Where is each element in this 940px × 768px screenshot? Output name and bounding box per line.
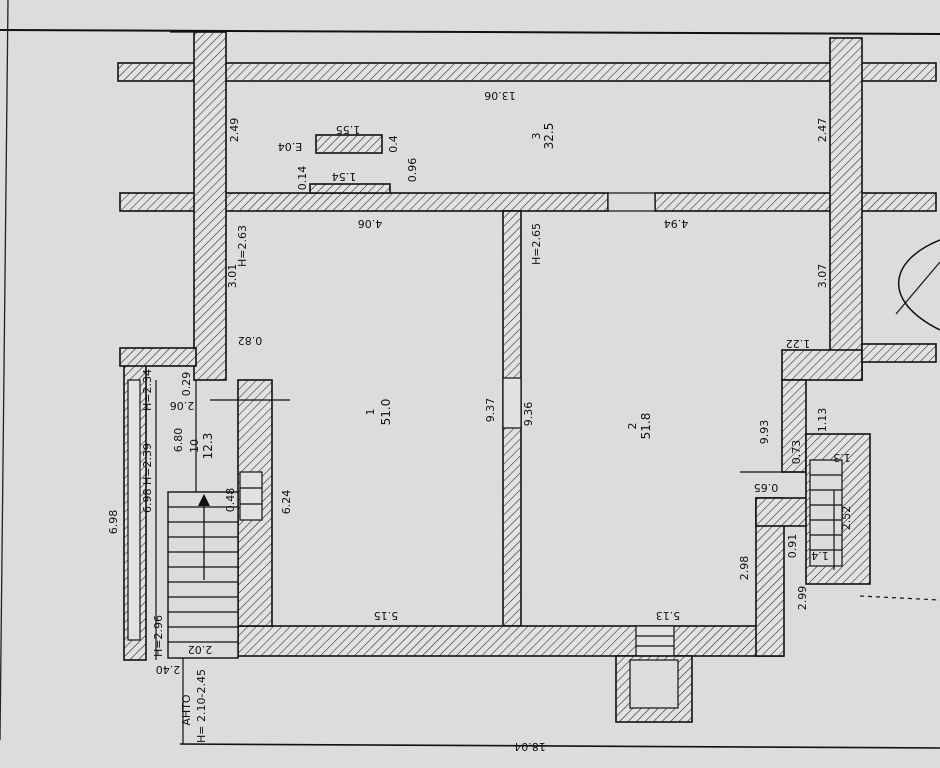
wall-mid-horizontal-left <box>119 192 609 212</box>
room-1-area: 51.0 <box>379 399 393 426</box>
frame-bottom <box>179 743 940 749</box>
dim-h-mid: H=2.65 <box>530 223 543 265</box>
room-2-number: 2 <box>626 423 639 430</box>
frame-top <box>0 29 940 35</box>
arc-sketch <box>897 239 940 331</box>
wall-inner-opening <box>502 377 522 429</box>
dim-left-top: 2.49 <box>228 118 241 143</box>
room-3-number: 3 <box>530 133 543 140</box>
window-left <box>239 471 263 521</box>
wall-left-top-ledge <box>119 347 197 367</box>
labels: 13.06 2.49 2.47 1.55 E.04 0.4 0.96 0.14 … <box>107 89 853 753</box>
dim-e-left: E.04 <box>278 140 302 153</box>
dim-h210: H= 2.10-2.45 <box>195 669 208 743</box>
room-10-area: 12.3 <box>201 433 215 460</box>
room-2-area: 51.8 <box>639 413 653 440</box>
dim-v252: 2.52 <box>840 506 853 531</box>
dim-top-outer: 13.06 <box>484 89 516 102</box>
dim-ago: AHTO <box>180 694 193 726</box>
wall-top-horizontal <box>117 62 937 82</box>
dim-v096: 0.96 <box>406 158 419 183</box>
dim-v14: 1.4 <box>811 549 829 562</box>
room-1-number: 1 <box>364 409 377 416</box>
dim-v993: 9.93 <box>758 420 771 445</box>
wall-right-step-horizontal <box>781 349 863 381</box>
dim-v04: 0.4 <box>387 135 400 153</box>
frame-left <box>0 0 9 741</box>
dim-v936: 9.36 <box>522 402 535 427</box>
wall-mid-horizontal-right <box>654 192 937 212</box>
dim-v240: 2.40 <box>156 663 181 676</box>
dim-bar-len: 1.55 <box>336 123 361 136</box>
dim-v206: 2.06 <box>170 399 195 412</box>
dim-v299: 2.99 <box>796 586 809 611</box>
dim-h-stair: H=2.34 <box>141 369 154 411</box>
dim-v698h: 6.98 H=2.39 <box>141 443 154 513</box>
dim-v624: 6.24 <box>280 490 293 515</box>
dim-v082: 0.82 <box>238 334 263 347</box>
entrance-step <box>635 625 675 657</box>
dim-v029: 0.29 <box>180 372 193 397</box>
room-10-number: 10 <box>188 439 201 453</box>
door-gap <box>607 192 656 212</box>
porch-inner <box>629 659 679 709</box>
dim-v298: 2.98 <box>738 556 751 581</box>
stair-arrow-head <box>198 494 210 506</box>
wall-bottom <box>237 625 784 657</box>
dim-v513: 5.13 <box>656 609 681 622</box>
room-3-area: 32.5 <box>542 123 556 150</box>
window-outer <box>127 379 141 641</box>
dim-v698: 6.98 <box>107 510 120 535</box>
dim-v301: 3.01 <box>226 264 239 289</box>
dim-v680: 6.80 <box>172 428 185 453</box>
dim-v113: 1.13 <box>816 408 829 433</box>
dim-v073: 0.73 <box>790 440 803 465</box>
dim-bottom-outer: 18.04 <box>514 740 546 753</box>
dim-mid-left: 4.06 <box>358 217 383 230</box>
dim-right-top: 2.47 <box>816 118 829 143</box>
dim-v202: 2.02 <box>188 643 213 656</box>
dim-v307: 3.07 <box>816 264 829 289</box>
dim-v091: 0.91 <box>786 534 799 559</box>
right-stair <box>740 433 871 585</box>
dim-v515: 5.15 <box>374 609 399 622</box>
cabinet-bar-bottom <box>309 183 391 194</box>
dim-v13: 1.3 <box>833 451 851 464</box>
dim-v014: 0.14 <box>296 166 309 191</box>
staircase <box>167 491 239 659</box>
dim-h-left: H=2.63 <box>236 225 249 267</box>
dim-bar-short: 1.54 <box>332 170 357 183</box>
dim-mid-right: 4.94 <box>664 217 689 230</box>
cabinet-bar-top <box>315 134 383 154</box>
dim-v122: 1.22 <box>786 337 811 350</box>
dim-h296: H=2.96 <box>152 615 165 657</box>
wall-right-short-extension <box>861 343 937 363</box>
wall-right-step-ledge <box>755 497 809 527</box>
dim-v065: 0.65 <box>754 481 779 494</box>
wall-left-vertical-upper <box>193 31 227 381</box>
dim-v937: 9.37 <box>484 398 497 423</box>
dim-v048: 0.48 <box>224 488 237 513</box>
wall-right-vertical <box>829 37 863 381</box>
